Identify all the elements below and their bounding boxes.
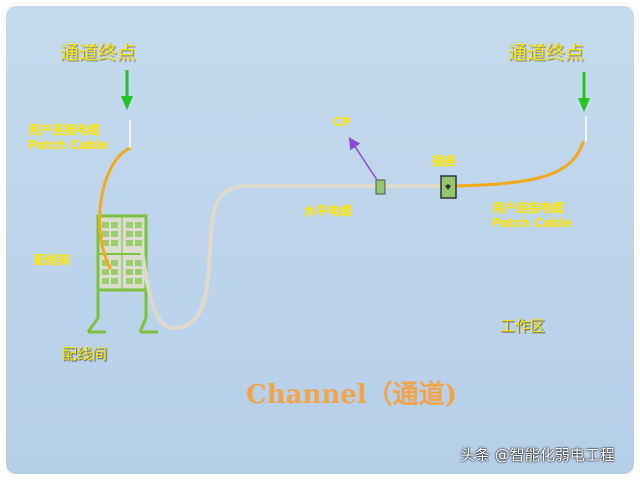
patch-panel-label: 配线架 xyxy=(34,253,71,267)
outlet-icon xyxy=(440,175,457,199)
patch-panel-rack xyxy=(96,214,148,292)
left-patch-cable xyxy=(98,146,132,270)
right-endpoint-arrow xyxy=(578,72,590,112)
right-patch-cable-label-en: Patch Cable xyxy=(492,216,572,230)
left-patch-cable-label-cn: 用户连接电缆 xyxy=(28,123,101,137)
work-area-label: 工作区 xyxy=(500,317,546,335)
right-patch-cable-label-cn: 用户连接电缆 xyxy=(492,201,565,215)
right-patch-cable xyxy=(452,140,585,188)
left-endpoint-label: 通道终点 xyxy=(60,42,137,64)
watermark: 头条 @智能化弱电工程 xyxy=(460,446,615,464)
cp-label: CP xyxy=(333,115,351,129)
horizontal-cable-label: 水平电缆 xyxy=(304,204,353,218)
cp-connector xyxy=(375,179,386,195)
right-patch-cable-label: 用户连接电缆 Patch Cable xyxy=(492,201,572,231)
cp-pointer-arrow xyxy=(348,136,378,181)
horizontal-cable xyxy=(140,184,448,331)
outlet-label: 插座 xyxy=(432,154,457,168)
left-patch-cable-label-en: Patch Cable xyxy=(28,138,108,152)
rack-feet xyxy=(86,290,158,334)
right-endpoint-label: 通道终点 xyxy=(508,42,585,64)
left-endpoint-arrow xyxy=(121,70,133,110)
diagram-title: Channel（通道) xyxy=(246,380,457,410)
telecom-room-label: 配线间 xyxy=(62,345,108,363)
left-patch-cable-label: 用户连接电缆 Patch Cable xyxy=(28,123,108,153)
